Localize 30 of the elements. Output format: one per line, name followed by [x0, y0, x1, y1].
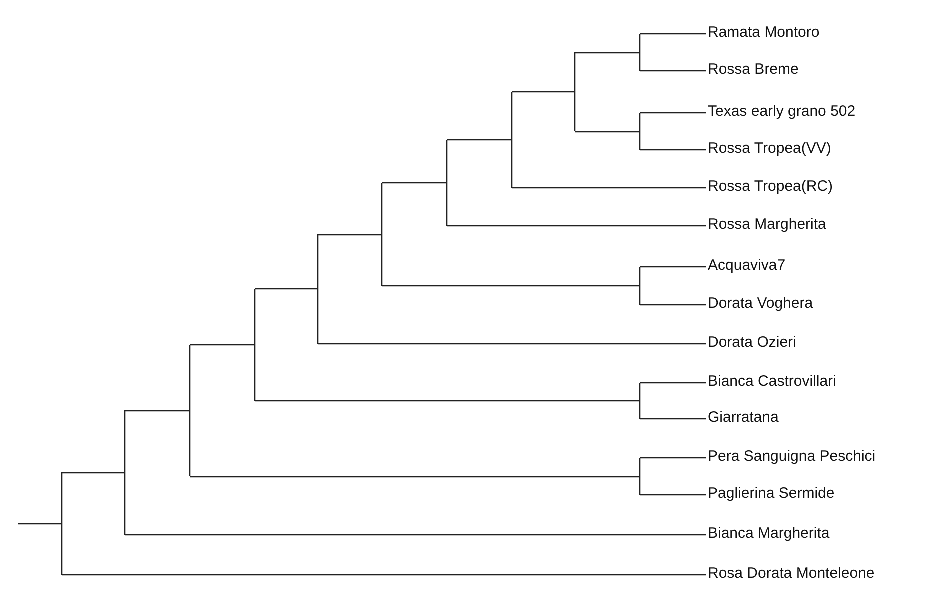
leaf-label: Rossa Margherita [708, 216, 826, 236]
branch-line [640, 457, 706, 459]
branch-line [640, 33, 706, 35]
leaf-label: Pera Sanguigna Peschici [708, 448, 876, 468]
branch-line [640, 266, 706, 268]
leaf-label: Ramata Montoro [708, 24, 820, 44]
leaf-label: Giarratana [708, 409, 779, 429]
branch-line [62, 574, 706, 576]
leaf-label: Dorata Ozieri [708, 334, 796, 354]
leaf-label: Bianca Castrovillari [708, 373, 836, 393]
branch-line [640, 382, 706, 384]
leaf-label: Bianca Margherita [708, 525, 830, 545]
leaf-label: Rossa Tropea(VV) [708, 140, 832, 160]
branch-line [318, 343, 706, 345]
branch-line [512, 187, 706, 189]
branch-line [640, 304, 706, 306]
leaf-label: Rossa Breme [708, 61, 799, 81]
leaf-label: Acquaviva7 [708, 257, 786, 277]
branch-line [640, 494, 706, 496]
leaf-label: Rosa Dorata Monteleone [708, 565, 875, 585]
branch-line [640, 418, 706, 420]
branch-line [640, 112, 706, 114]
branch-line [640, 149, 706, 151]
leaf-label: Dorata Voghera [708, 295, 814, 315]
branch-line [640, 70, 706, 72]
branch-line [447, 225, 706, 227]
leaf-label: Texas early grano 502 [708, 103, 856, 123]
leaf-label: Rossa Tropea(RC) [708, 178, 834, 198]
leaf-label: Paglierina Sermide [708, 485, 835, 505]
branch-line [125, 534, 706, 536]
